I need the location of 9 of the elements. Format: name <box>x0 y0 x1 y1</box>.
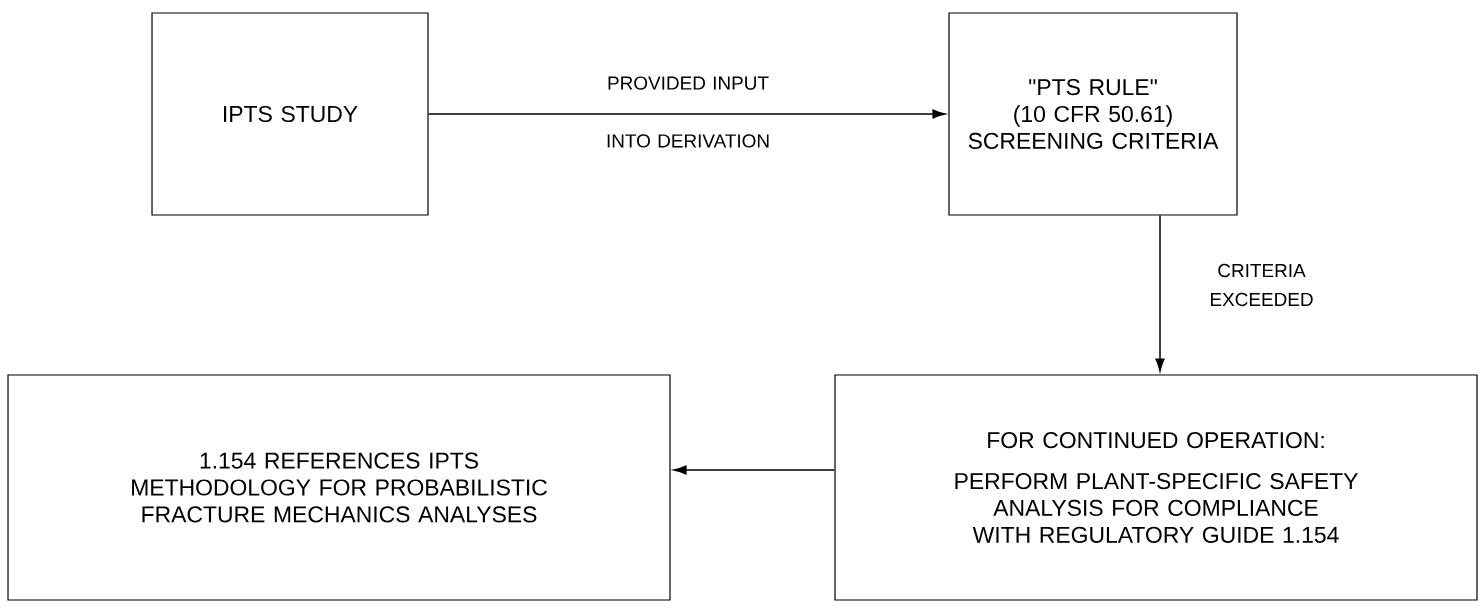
process-box: "PTS RULE" (10 CFR 50.61) SCREENING CRITERIA <box>948 12 1238 216</box>
arrow <box>1155 214 1165 372</box>
arrow <box>673 465 836 475</box>
process-box: IPTS STUDY <box>151 12 429 216</box>
arrow <box>427 109 946 119</box>
edge-label: CRITERIA EXCEEDED <box>1211 263 1313 307</box>
process-box: 1.154 REFERENCES IPTS METHODOLOGY FOR PROBABILISTIC FRACTURE MECHANICS ANALYSES <box>7 374 671 601</box>
edge-label: PROVIDED INPUT INTO DERIVATION <box>607 76 769 148</box>
process-box: FOR CONTINUED OPERATION: PERFORM PLANT-SPECIFIC SAFETY ANALYSIS FOR COMPLIANCE WITH REGULATORY GUIDE 1.154 <box>834 374 1478 601</box>
